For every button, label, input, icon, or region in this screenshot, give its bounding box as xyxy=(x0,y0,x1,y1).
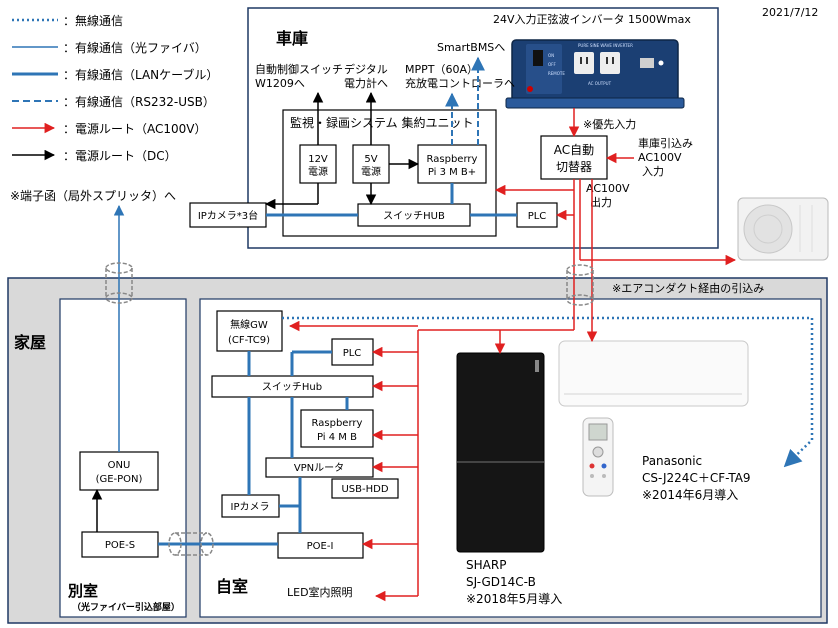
onu-label: (GE-PON) xyxy=(96,474,143,485)
poe-splitter-label: POE-S xyxy=(105,540,135,551)
legend-label: ：電源ルート（AC100V） xyxy=(63,122,207,136)
legend-label: ：有線通信（LANケーブル） xyxy=(63,67,218,82)
fridge-label: SHARP xyxy=(466,558,506,572)
psu-5v-label: 5V xyxy=(364,154,377,165)
inverter-remote: REMOTE xyxy=(548,71,565,76)
psu-12v-label: 電源 xyxy=(308,165,328,178)
ac-power-wiring xyxy=(288,108,737,602)
power-meter-label: 電力計へ xyxy=(344,76,388,90)
garage-title: 車庫 xyxy=(276,29,308,48)
raspberry-pi-4 xyxy=(300,409,374,448)
vpn-router-label: VPNルータ xyxy=(294,462,344,474)
auto-switch-label: W1209へ xyxy=(255,77,305,90)
inverter-brand: PURE SINE WAVE INVERTER xyxy=(578,43,633,48)
inverter-off: OFF xyxy=(548,62,556,67)
garage-plc-label: PLC xyxy=(528,211,547,222)
wireless-gw-label: (CF-TC9) xyxy=(228,335,270,346)
room-switch-hub-label: スイッチHub xyxy=(262,381,322,393)
fridge-label: ※2018年5月導入 xyxy=(466,592,562,606)
poe-splitter xyxy=(81,531,159,558)
garage-input-label: AC100V xyxy=(638,151,682,164)
mppt-label: MPPT（60A） xyxy=(405,63,478,76)
wireless-gw-label: 無線GW xyxy=(230,318,268,331)
legend-label: ：電源ルート（DC） xyxy=(63,149,177,163)
aircon-remote xyxy=(582,417,614,497)
led-light-label: LED室内照明 xyxy=(287,585,353,599)
usb-hdd-label: USB-HDD xyxy=(341,484,388,495)
psu-12v-label: 12V xyxy=(308,154,328,165)
legend: ：無線通信 ：有線通信（光ファイバ） ：有線通信（LANケーブル） ：有線通信（… xyxy=(12,13,218,163)
room-ip-camera-label: IPカメラ xyxy=(231,501,270,513)
terminal-box-label: ※端子函（局外スプリッタ）へ xyxy=(10,189,176,203)
raspberry-pi-4-label: Pi 4 M B xyxy=(317,432,357,443)
diagram-date: 2021/7/12 xyxy=(762,6,818,19)
annex-title: 別室 xyxy=(67,582,98,600)
onu-label: ONU xyxy=(108,460,131,471)
annex-subtitle: （光ファイバー引込部屋） xyxy=(72,601,180,613)
ac-output-label: AC100V xyxy=(586,182,630,195)
ac-auto-switcher-label: 切替器 xyxy=(556,160,592,174)
garage-switch-hub-label: スイッチHUB xyxy=(383,210,445,222)
raspberry-pi-4-label: Raspberry xyxy=(312,418,363,429)
main-room-title: 自室 xyxy=(216,577,248,596)
aircon-label: ※2014年6月導入 xyxy=(642,488,738,502)
garage-ip-camera-label: IPカメラ*3台 xyxy=(198,209,258,222)
ac-output-label: 出力 xyxy=(590,195,612,209)
room-plc-label: PLC xyxy=(343,348,362,359)
power-meter-label: デジタル xyxy=(344,62,388,76)
aircon-label: CS-J224C＋CF-TA9 xyxy=(642,471,751,485)
raspberry-pi-3-label: Pi 3 M B+ xyxy=(428,167,476,178)
poe-injector-label: POE-I xyxy=(307,541,334,552)
ac-auto-switcher-label: AC自動 xyxy=(554,143,594,157)
inverter-device: ON OFF REMOTE PURE SINE WAVE INVERTER AC… xyxy=(505,39,685,109)
conduit-cylinders xyxy=(105,262,594,556)
legend-label: ：有線通信（光ファイバ） xyxy=(63,40,207,55)
aggregation-unit-title: 監視・録画システム 集約ユニット xyxy=(290,115,473,130)
outlet-icon xyxy=(600,52,620,74)
garage-input-label: 入力 xyxy=(642,165,664,178)
garage-input-label: 車庫引込み xyxy=(638,136,693,150)
mppt-label: 充放電コントローラへ xyxy=(405,76,515,90)
aircon-label: Panasonic xyxy=(642,454,702,468)
priority-input-label: ※優先入力 xyxy=(583,118,636,131)
ac-auto-switcher xyxy=(540,135,608,180)
outlet-icon xyxy=(574,52,594,74)
inverter-output: AC OUTPUT xyxy=(588,81,612,86)
legend-label: ：有線通信（RS232-USB） xyxy=(63,94,215,109)
outdoor-aircon-unit xyxy=(737,197,829,261)
refrigerator xyxy=(456,352,545,553)
wireless-gw xyxy=(216,310,283,352)
fridge-label: SJ-GD14C-B xyxy=(466,575,536,589)
communication-wiring xyxy=(113,56,814,546)
psu-5v-label: 電源 xyxy=(361,165,381,178)
house-title: 家屋 xyxy=(14,333,46,352)
auto-switch-label: 自動制御スイッチ xyxy=(255,62,343,76)
smartbms-label: SmartBMSへ xyxy=(437,41,505,54)
dc-power-wiring xyxy=(91,91,420,532)
aircon-route-label: ※エアコンダクト経由の引込み xyxy=(612,281,764,295)
indoor-aircon-unit xyxy=(558,340,749,407)
inverter-on: ON xyxy=(548,53,554,58)
usb-hdd xyxy=(331,478,399,499)
inverter-label: 24V入力正弦波インバータ 1500Wmax xyxy=(493,12,691,26)
legend-label: ：無線通信 xyxy=(63,13,123,28)
raspberry-pi-3-label: Raspberry xyxy=(427,154,478,165)
